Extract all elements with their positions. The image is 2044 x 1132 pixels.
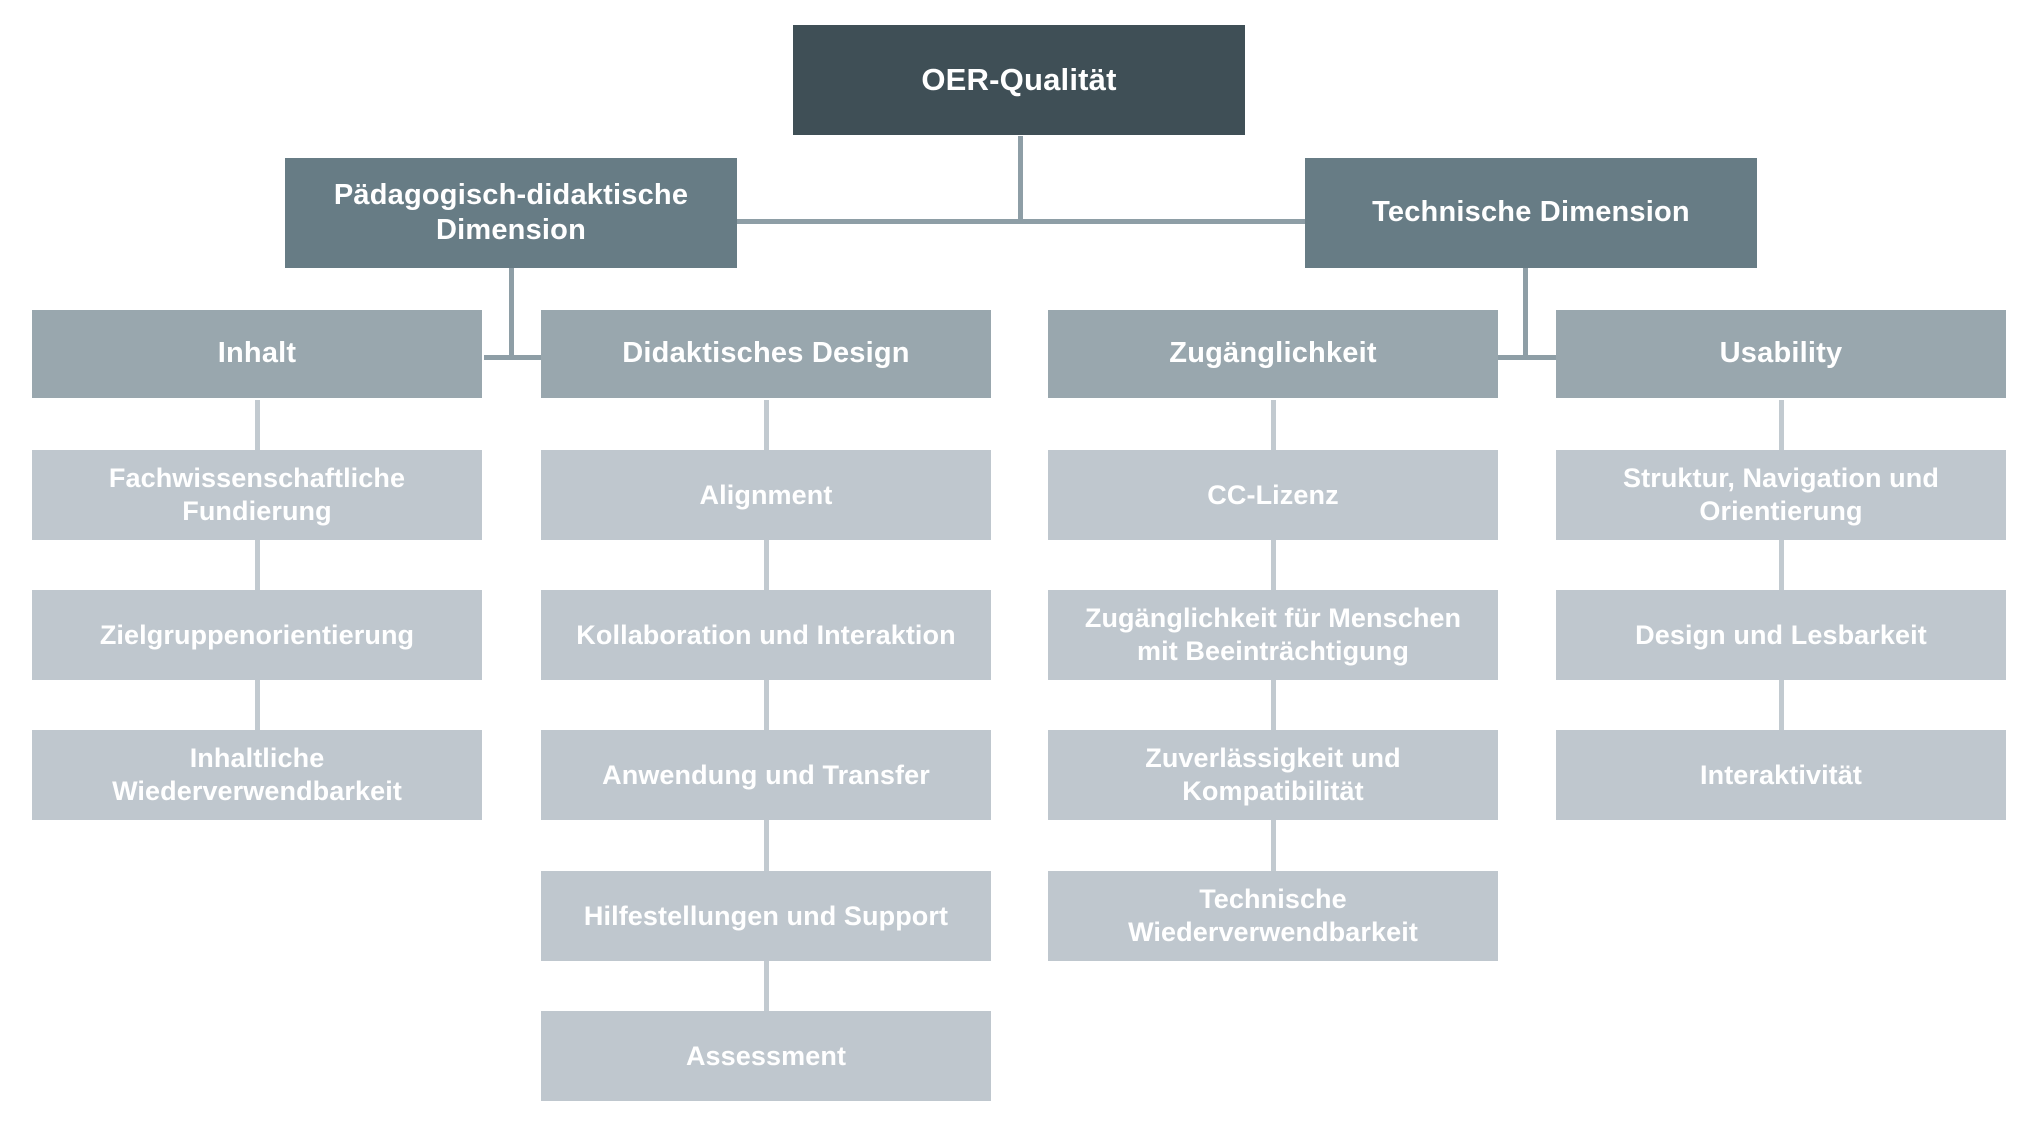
- node-category-didaktisches-design-label: Didaktisches Design: [622, 337, 910, 370]
- connector-pedagogic-down: [509, 266, 514, 358]
- node-leaf-label: Fachwissenschaftliche Fundierung: [108, 463, 406, 526]
- node-leaf-label: Zugänglichkeit für Menschen mit Beeinträ…: [1084, 603, 1462, 666]
- node-leaf-label: Zielgruppenorientierung: [99, 619, 415, 650]
- node-leaf-inhalt-1[interactable]: Fachwissenschaftliche Fundierung: [32, 450, 482, 540]
- connector-technical-category-bar: [1498, 355, 1557, 360]
- node-root-oer-quality[interactable]: OER-Qualität: [793, 25, 1245, 135]
- node-leaf-label: Kollaboration und Interaktion: [576, 619, 956, 650]
- node-leaf-didaktisches-design-1[interactable]: Alignment: [541, 450, 991, 540]
- node-category-usability-label: Usability: [1719, 337, 1843, 370]
- connector-root-down: [1018, 136, 1023, 222]
- node-leaf-usability-3[interactable]: Interaktivität: [1556, 730, 2006, 820]
- node-root-label: OER-Qualität: [921, 62, 1117, 98]
- node-category-usability[interactable]: Usability: [1556, 310, 2006, 398]
- node-leaf-label: Interaktivität: [1700, 759, 1862, 790]
- node-category-inhalt-label: Inhalt: [217, 337, 297, 370]
- node-leaf-inhalt-2[interactable]: Zielgruppenorientierung: [32, 590, 482, 680]
- connector-spine-usability: [1779, 400, 1784, 730]
- node-leaf-label: Alignment: [699, 479, 833, 510]
- node-leaf-label: Hilfestellungen und Support: [583, 900, 949, 931]
- node-leaf-label: Struktur, Navigation und Orientierung: [1623, 463, 1939, 526]
- connector-spine-didaktisches-design: [764, 400, 769, 1012]
- node-leaf-didaktisches-design-3[interactable]: Anwendung und Transfer: [541, 730, 991, 820]
- node-leaf-zugaenglichkeit-4[interactable]: Technische Wiederverwendbarkeit: [1048, 871, 1498, 961]
- node-dimension-technical-label: Technische Dimension: [1372, 196, 1690, 229]
- connector-technical-down: [1523, 266, 1528, 358]
- connector-spine-inhalt: [255, 400, 260, 730]
- connector-pedagogic-category-bar: [484, 355, 543, 360]
- node-leaf-label: Inhaltliche Wiederverwendbarkeit: [112, 743, 402, 806]
- node-leaf-inhalt-3[interactable]: Inhaltliche Wiederverwendbarkeit: [32, 730, 482, 820]
- node-leaf-didaktisches-design-5[interactable]: Assessment: [541, 1011, 991, 1101]
- node-leaf-usability-2[interactable]: Design und Lesbarkeit: [1556, 590, 2006, 680]
- node-leaf-label: Assessment: [685, 1040, 847, 1071]
- node-leaf-didaktisches-design-4[interactable]: Hilfestellungen und Support: [541, 871, 991, 961]
- node-leaf-zugaenglichkeit-1[interactable]: CC-Lizenz: [1048, 450, 1498, 540]
- node-category-didaktisches-design[interactable]: Didaktisches Design: [541, 310, 991, 398]
- node-leaf-zugaenglichkeit-2[interactable]: Zugänglichkeit für Menschen mit Beeinträ…: [1048, 590, 1498, 680]
- node-category-zugaenglichkeit-label: Zugänglichkeit: [1169, 337, 1377, 370]
- connector-dimension-bar: [736, 219, 1307, 224]
- node-leaf-didaktisches-design-2[interactable]: Kollaboration und Interaktion: [541, 590, 991, 680]
- node-leaf-usability-1[interactable]: Struktur, Navigation und Orientierung: [1556, 450, 2006, 540]
- node-dimension-pedagogic-label: Pädagogisch-didaktische Dimension: [333, 178, 689, 246]
- node-leaf-label: Design und Lesbarkeit: [1635, 619, 1927, 650]
- node-category-inhalt[interactable]: Inhalt: [32, 310, 482, 398]
- node-leaf-label: Technische Wiederverwendbarkeit: [1128, 884, 1418, 947]
- node-leaf-label: Zuverlässigkeit und Kompatibilität: [1145, 743, 1401, 806]
- node-dimension-pedagogic[interactable]: Pädagogisch-didaktische Dimension: [285, 158, 737, 268]
- node-category-zugaenglichkeit[interactable]: Zugänglichkeit: [1048, 310, 1498, 398]
- node-leaf-label: Anwendung und Transfer: [602, 759, 930, 790]
- node-dimension-technical[interactable]: Technische Dimension: [1305, 158, 1757, 268]
- node-leaf-zugaenglichkeit-3[interactable]: Zuverlässigkeit und Kompatibilität: [1048, 730, 1498, 820]
- node-leaf-label: CC-Lizenz: [1207, 479, 1339, 510]
